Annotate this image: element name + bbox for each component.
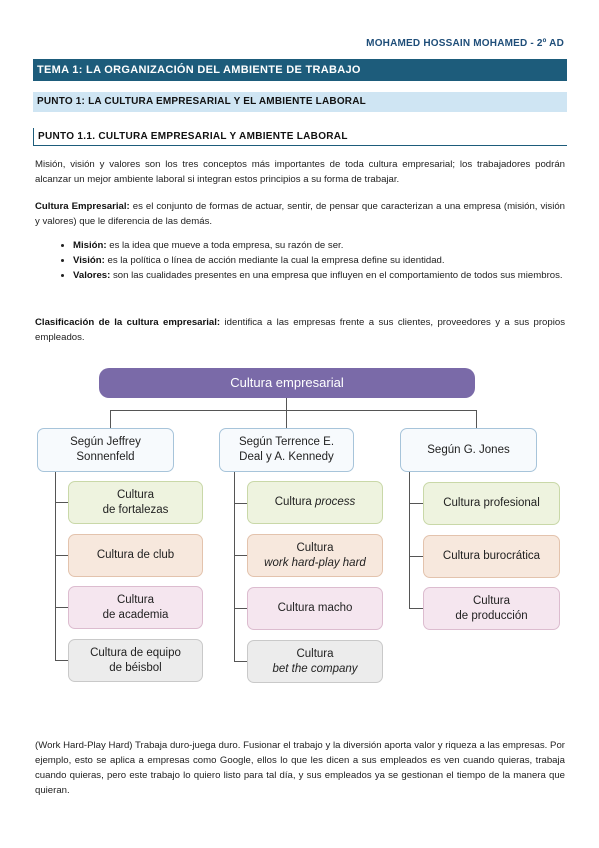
connector-root-stem (286, 398, 287, 410)
leaf-cultura-de-fortalezas: Cultura de fortalezas (68, 481, 203, 524)
connector-leaf-2-3 (234, 608, 247, 609)
leaf-cultura-process: Cultura process (247, 481, 383, 524)
list-item-vision: Visión: es la política o línea de acción… (73, 253, 565, 268)
branch-sonnenfeld: Según Jeffrey Sonnenfeld (37, 428, 174, 472)
connector-leaf-3-3 (409, 608, 423, 609)
diagram-root-node: Cultura empresarial (99, 368, 475, 398)
leaf-cultura-burocratica: Cultura burocrática (423, 535, 560, 578)
connector-leaf-2-2 (234, 555, 247, 556)
concepts-list: Misión: es la idea que mueve a toda empr… (35, 238, 565, 283)
cultura-definition: es el conjunto de formas de actuar, sent… (35, 201, 565, 227)
leaf-cultura-macho: Cultura macho (247, 587, 383, 630)
leaf-cultura-de-produccion: Cultura de producción (423, 587, 560, 630)
connector-branch-2 (286, 410, 287, 428)
connector-leaf-1-2 (55, 555, 68, 556)
punto-heading: PUNTO 1: LA CULTURA EMPRESARIAL Y EL AMB… (33, 92, 567, 112)
clasificacion-paragraph: Clasificación de la cultura empresarial:… (35, 315, 565, 345)
clasificacion-definition: identifica a las empresas frente a sus c… (35, 317, 565, 343)
vision-term: Visión: (73, 255, 105, 266)
leaf-cultura-de-club: Cultura de club (68, 534, 203, 577)
leaf-cultura-bet-the-company: Cultura bet the company (247, 640, 383, 683)
valores-text: son las cualidades presentes en una empr… (110, 270, 563, 281)
connector-branch-3 (476, 410, 477, 428)
leaf-cultura-bet-the-company-label: Cultura bet the company (272, 647, 358, 675)
connector-leaf-2-1 (234, 503, 247, 504)
leaf-cultura-work-hard-play-hard: Cultura work hard-play hard (247, 534, 383, 577)
closing-paragraph: (Work Hard-Play Hard) Trabaja duro-juega… (35, 740, 565, 796)
mision-term: Misión: (73, 240, 107, 251)
leaf-cultura-profesional: Cultura profesional (423, 482, 560, 525)
connector-leaf-3-2 (409, 556, 423, 557)
leaf-cultura-de-equipo-de-beisbol: Cultura de equipo de béisbol (68, 639, 203, 682)
subpunto-heading: PUNTO 1.1. CULTURA EMPRESARIAL Y AMBIENT… (33, 128, 567, 146)
leaf-cultura-process-label: Cultura process (274, 496, 356, 508)
connector-leaf-1-1 (55, 502, 68, 503)
leaf-cultura-de-academia: Cultura de academia (68, 586, 203, 629)
leaf-cultura-work-hard-play-hard-label: Cultura work hard-play hard (264, 541, 366, 569)
cultura-definition-paragraph: Cultura Empresarial: es el conjunto de f… (35, 199, 565, 229)
cultura-term: Cultura Empresarial: (35, 201, 130, 212)
connector-horizontal (110, 410, 476, 411)
branch-jones: Según G. Jones (400, 428, 537, 472)
mision-text: es la idea que mueve a toda empresa, su … (106, 240, 344, 251)
vision-text: es la política o línea de acción mediant… (104, 255, 445, 266)
connector-spine-2 (234, 472, 235, 662)
connector-leaf-3-1 (409, 503, 423, 504)
connector-leaf-1-3 (55, 607, 68, 608)
intro-paragraph: Misión, visión y valores son los tres co… (35, 159, 565, 185)
connector-spine-3 (409, 472, 410, 609)
tema-heading: TEMA 1: LA ORGANIZACIÓN DEL AMBIENTE DE … (33, 59, 567, 81)
connector-leaf-2-4 (234, 661, 247, 662)
author-header: MOHAMED HOSSAIN MOHAMED - 2º AD (366, 38, 564, 49)
valores-term: Valores: (73, 270, 111, 281)
clasificacion-term: Clasificación de la cultura empresarial: (35, 317, 221, 328)
list-item-valores: Valores: son las cualidades presentes en… (73, 268, 565, 283)
connector-spine-1 (55, 472, 56, 660)
list-item-mision: Misión: es la idea que mueve a toda empr… (73, 238, 565, 253)
connector-leaf-1-4 (55, 660, 68, 661)
branch-deal-kennedy: Según Terrence E. Deal y A. Kennedy (219, 428, 354, 472)
connector-branch-1 (110, 410, 111, 428)
